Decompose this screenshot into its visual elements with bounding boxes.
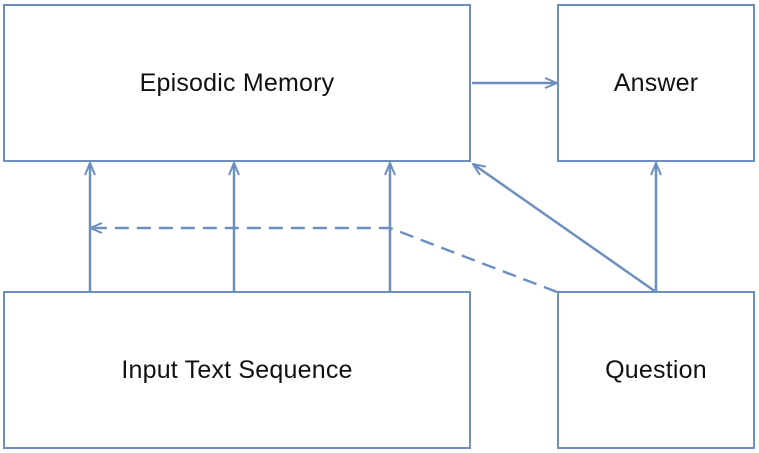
edge-question-to-input-dashed xyxy=(90,228,558,294)
input-text-sequence-label: Input Text Sequence xyxy=(121,355,353,384)
question-label: Question xyxy=(605,355,707,384)
input-text-sequence-box: Input Text Sequence xyxy=(3,291,471,449)
answer-box: Answer xyxy=(557,4,755,162)
episodic-memory-box: Episodic Memory xyxy=(3,4,471,162)
episodic-memory-label: Episodic Memory xyxy=(139,68,335,97)
edge-question-to-memory xyxy=(473,164,657,294)
question-box: Question xyxy=(557,291,755,449)
answer-label: Answer xyxy=(613,68,699,97)
